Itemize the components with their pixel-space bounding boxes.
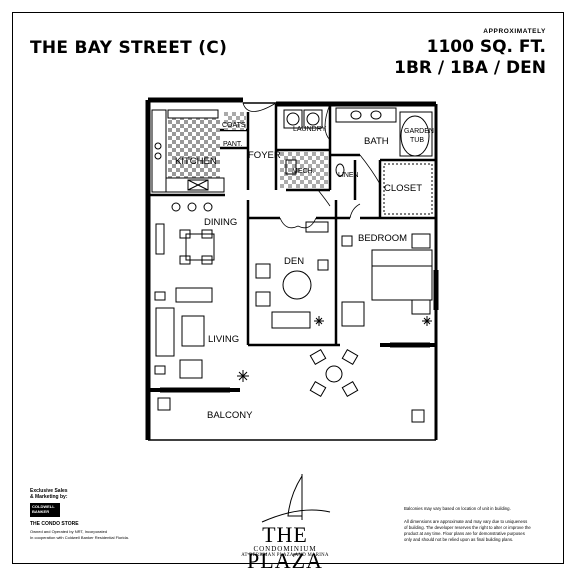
brand-location: AT BERKMAN PLAZA AND MARINA	[241, 553, 329, 558]
ownership-note: Owned and Operated by NRT, Incorporated …	[30, 529, 129, 540]
room-label-linen: LINEN	[338, 172, 359, 179]
den-furniture	[255, 221, 329, 329]
interior-walls	[148, 104, 436, 347]
room-label-tub: TUB	[410, 137, 424, 144]
brand-sub: CONDOMINIUM	[253, 545, 317, 553]
bedroom-furniture	[341, 233, 433, 327]
coats-tile	[224, 112, 246, 130]
page-frame	[12, 12, 564, 564]
sail-logo-icon	[261, 474, 331, 523]
brand-name: THE PLAZA	[247, 522, 323, 573]
room-label-laundry: LAUNDRY	[293, 126, 327, 133]
room-label-pantry: PANT.	[223, 141, 242, 148]
dining-table	[155, 223, 215, 265]
room-label-bedroom: BEDROOM	[358, 233, 407, 244]
kitchen-counters	[151, 109, 225, 212]
square-feet: 1100 SQ. FT.	[426, 37, 546, 57]
exterior-walls	[145, 97, 438, 441]
living-furniture	[154, 287, 213, 379]
door-swings	[242, 102, 381, 229]
marketing-block: Exclusive Sales & Marketing by:	[30, 488, 68, 500]
bath-fixtures	[335, 107, 433, 177]
disclaimer-dimensions: All dimensions are approximate and may v…	[404, 519, 531, 542]
room-label-mech: MECH.	[292, 168, 315, 175]
windows	[145, 250, 439, 393]
mech-tile	[280, 152, 328, 188]
room-label-closet: CLOSET	[384, 183, 422, 194]
laundry-machines	[283, 109, 323, 175]
store-name: THE CONDO STORE	[30, 521, 79, 527]
balcony-furniture	[157, 348, 425, 423]
room-label-living: LIVING	[208, 334, 239, 345]
unit-name: THE BAY STREET (C)	[30, 38, 228, 58]
kitchen-tile	[168, 118, 220, 178]
closet-shelving	[383, 163, 433, 215]
room-label-garden: GARDEN	[404, 128, 434, 135]
room-label-bath: BATH	[364, 136, 389, 147]
room-label-coats: COATS	[222, 122, 246, 129]
room-label-kitchen: KITCHEN	[175, 156, 217, 167]
room-label-dining: DINING	[204, 217, 237, 228]
room-label-balcony: BALCONY	[207, 410, 253, 421]
room-label-den: DEN	[284, 256, 304, 267]
room-label-foyer: FOYER	[248, 150, 281, 161]
broker-logo: COLDWELL BANKER	[30, 503, 60, 517]
plant-icons	[237, 316, 432, 382]
unit-type: 1BR / 1BA / DEN	[394, 58, 546, 78]
approx-label: APPROXIMATELY	[483, 28, 546, 35]
disclaimer-balconies: Balconies may vary based on location of …	[404, 506, 511, 511]
